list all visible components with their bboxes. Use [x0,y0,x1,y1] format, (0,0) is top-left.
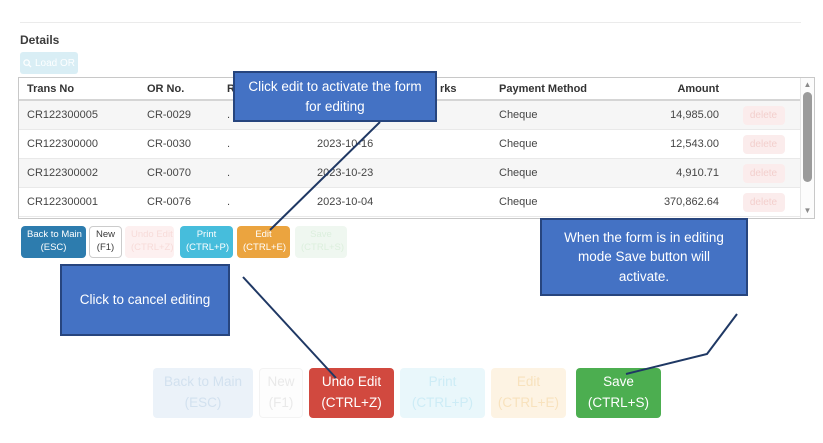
vertical-scrollbar[interactable]: ▲ ▼ [800,78,814,218]
edit-button[interactable]: Edit(CTRL+E) [237,226,290,258]
connector-undo-line [242,276,337,379]
col-header-payment-method: Payment Method [499,82,588,95]
toolbar-buttons-editing-mode: Back to Main(ESC) New(F1) Undo Edit(CTRL… [153,368,661,418]
callout-save-annotation: When the form is in editing mode Save bu… [540,218,748,296]
print-button-disabled[interactable]: Print(CTRL+P) [400,368,485,418]
cell-amount: 370,862.64 [663,196,719,208]
cell-date: 2023-10-16 [317,138,374,150]
col-header-hidden-fragment: R [227,82,235,95]
delete-button[interactable]: delete [742,105,785,125]
cell-payment-method: Cheque [499,167,538,179]
divider [20,22,801,23]
cell-or-no: CR-0029 [147,109,192,121]
cell-or-no: CR-0076 [147,196,192,208]
cell-or-no: CR-0070 [147,167,192,179]
scroll-down-icon[interactable]: ▼ [803,206,812,215]
cell-or-no: CR-0030 [147,138,192,150]
cell-col3: . [227,167,231,179]
cell-col3: . [227,109,231,121]
cell-payment-method: Cheque [499,196,538,208]
save-button-disabled[interactable]: Save(CTRL+S) [295,226,347,258]
col-header-remarks-fragment: rks [440,82,457,95]
edit-button-disabled[interactable]: Edit(CTRL+E) [491,368,566,418]
cell-col3: . [227,138,231,150]
table-row: CR122300002 CR-0070 . 2023-10-23 Cheque … [19,159,800,188]
delete-button[interactable]: delete [742,134,785,154]
scroll-up-icon[interactable]: ▲ [803,80,812,89]
col-header-trans-no: Trans No [27,82,75,95]
cell-payment-method: Cheque [499,109,538,121]
cell-trans-no: CR122300001 [27,196,98,208]
table-row: CR122300001 CR-0076 . 2023-10-04 Cheque … [19,188,800,217]
cell-amount: 4,910.71 [676,167,719,179]
cell-date: 2023-10-04 [317,196,374,208]
delete-button[interactable]: delete [742,192,785,212]
save-button[interactable]: Save(CTRL+S) [576,368,661,418]
new-button-disabled[interactable]: New(F1) [259,368,303,418]
connector-save-line [625,313,738,375]
callout-edit-annotation: Click edit to activate the form for edit… [233,71,437,122]
new-button[interactable]: New(F1) [89,226,122,258]
col-header-or-no: OR No. [147,82,185,95]
undo-edit-button[interactable]: Undo Edit(CTRL+Z) [309,368,394,418]
load-or-button[interactable]: Load OR [20,52,78,74]
callout-cancel-annotation: Click to cancel editing [60,264,230,336]
delete-button[interactable]: delete [742,163,785,183]
search-icon [23,58,32,68]
back-to-main-button-disabled[interactable]: Back to Main(ESC) [153,368,253,418]
section-title: Details [20,33,60,47]
cell-trans-no: CR122300000 [27,138,98,150]
cell-col3: . [227,196,231,208]
back-to-main-button[interactable]: Back to Main(ESC) [21,226,86,258]
scrollbar-thumb[interactable] [803,92,812,182]
table-row: CR122300000 CR-0030 . 2023-10-16 Cheque … [19,130,800,159]
toolbar-buttons: Back to Main(ESC) New(F1) Undo Edit(CTRL… [21,226,347,258]
print-button[interactable]: Print(CTRL+P) [180,226,233,258]
col-header-amount: Amount [677,82,719,95]
load-or-label: Load OR [34,57,76,69]
cell-amount: 14,985.00 [670,109,719,121]
cell-trans-no: CR122300002 [27,167,98,179]
cell-amount: 12,543.00 [670,138,719,150]
cell-trans-no: CR122300005 [27,109,98,121]
cell-payment-method: Cheque [499,138,538,150]
cell-date: 2023-10-23 [317,167,374,179]
undo-edit-button-disabled[interactable]: Undo Edit(CTRL+Z) [125,226,174,258]
